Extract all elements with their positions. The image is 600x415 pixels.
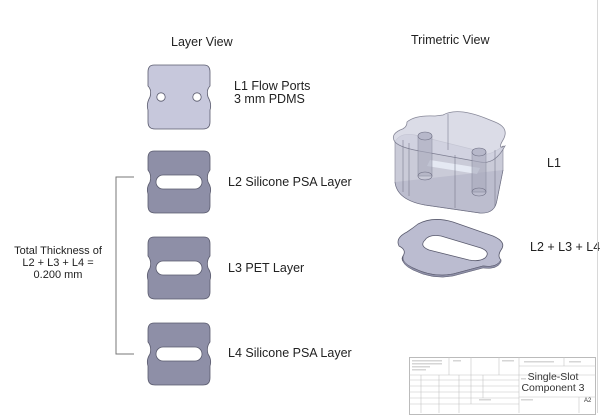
l1-layer-shape	[146, 64, 212, 130]
total-thickness-line3: 0.200 mm	[33, 269, 83, 281]
l2-label: L2 Silicone PSA Layer	[228, 175, 352, 189]
trimetric-slot	[422, 235, 488, 262]
l4-layer-shape	[146, 322, 212, 386]
drawing-title: Single-Slot Component 3	[519, 372, 587, 394]
l3-layer-shape	[146, 236, 212, 300]
flow-port-right	[192, 92, 202, 102]
sheet-border	[597, 0, 598, 413]
flow-port-left	[156, 92, 166, 102]
trimetric-layers-plate	[397, 219, 504, 278]
trimetric-l1-block	[392, 111, 506, 214]
trimetric-layers-label: L2 + L3 + L4	[530, 240, 600, 254]
total-thickness-line2: L2 + L3 + L4 =	[22, 257, 94, 269]
l1-label-line2: 3 mm PDMS	[234, 92, 305, 106]
l1-layer-outline	[146, 64, 212, 130]
title-block-grid	[409, 357, 596, 413]
l3-slot	[155, 260, 203, 276]
l4-label: L4 Silicone PSA Layer	[228, 346, 352, 360]
trimetric-l1-label: L1	[547, 156, 561, 170]
port-cylinder-left	[417, 131, 433, 181]
trimetric-view-heading: Trimetric View	[411, 33, 490, 47]
total-thickness-line1: Total Thickness of	[14, 245, 102, 257]
drawing-title-line1: Single-Slot	[527, 371, 579, 383]
drawing-title-line2: Component 3	[521, 382, 585, 394]
l3-label: L3 PET Layer	[228, 261, 305, 275]
l2-layer-shape	[146, 150, 212, 214]
l2-slot	[155, 174, 203, 190]
layer-view-heading: Layer View	[171, 35, 233, 49]
sheet-size: A2	[584, 398, 592, 404]
port-cylinder-right	[471, 147, 487, 197]
l1-label-line1: L1 Flow Ports	[234, 79, 311, 93]
l4-slot	[155, 346, 203, 362]
